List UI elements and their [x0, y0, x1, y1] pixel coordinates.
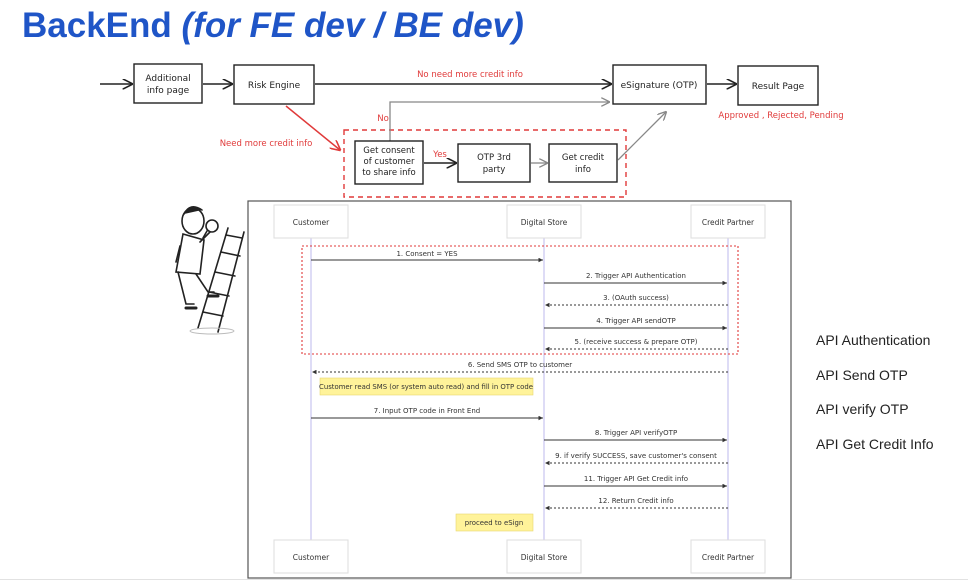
message-7-label: 7. Input OTP code in Front End [374, 407, 480, 415]
participant-customer-top [273, 204, 349, 239]
message-12-label: 12. Return Credit info [598, 497, 673, 505]
api-list: API Authentication API Send OTP API veri… [816, 330, 934, 468]
message-5-label: 5. (receive success & prepare OTP) [575, 338, 698, 346]
participant-credit-partner-bottom-label: Credit Partner [702, 553, 755, 562]
participant-credit-partner-bottom [690, 539, 766, 574]
flow-chart: Additional info page Risk Engine No need… [100, 63, 844, 198]
bottom-divider [0, 579, 968, 580]
api-item-get-credit-info: API Get Credit Info [816, 435, 934, 452]
get-consent-label-1: Get consent [363, 146, 415, 156]
message-4-label: 4. Trigger API sendOTP [596, 317, 675, 325]
api-item-authentication: API Authentication [816, 332, 931, 348]
arrow-no-path [389, 102, 609, 141]
result-page-label: Result Page [752, 82, 805, 92]
ladder-illustration [175, 206, 245, 335]
no-more-credit-label: No need more credit info [417, 70, 523, 80]
note-customer-read-sms-label: Customer read SMS (or system auto read) … [319, 383, 533, 391]
message-8-label: 8. Trigger API verifyOTP [595, 429, 677, 437]
esignature-label: eSignature (OTP) [621, 81, 698, 91]
participant-digital-store-top [506, 204, 582, 239]
get-credit-label-1: Get credit [562, 153, 605, 163]
auth-otp-group [301, 245, 739, 355]
arrow-need-more [285, 105, 340, 150]
get-consent-label-3: to share info [362, 168, 415, 178]
message-6-label: 6. Send SMS OTP to customer [468, 361, 572, 369]
risk-engine-label: Risk Engine [248, 81, 301, 91]
participant-digital-store-top-label: Digital Store [521, 218, 568, 227]
credit-check-group [343, 129, 627, 198]
need-more-credit-label: Need more credit info [220, 139, 313, 149]
message-1-label: 1. Consent = YES [396, 250, 458, 258]
get-consent-label-2: of customer [364, 157, 415, 167]
risk-engine-box [233, 64, 315, 105]
additional-info-label-2: info page [147, 86, 190, 96]
participant-digital-store-bottom [506, 539, 582, 574]
participant-credit-partner-top [690, 204, 766, 239]
sequence-diagram: Customer Digital Store Credit Partner Cu… [247, 200, 792, 579]
page-title: BackEnd (for FE dev / BE dev) [22, 6, 524, 46]
message-2-label: 2. Trigger API Authentication [586, 272, 686, 280]
arrow-credit-to-esign [617, 112, 666, 161]
otp-label-1: OTP 3rd [477, 153, 511, 163]
result-outcomes-label: Approved , Rejected, Pending [718, 111, 843, 121]
title-sub: (for FE dev / BE dev) [181, 6, 524, 45]
message-11-label: 11. Trigger API Get Credit info [584, 475, 688, 483]
get-consent-box [354, 140, 424, 185]
yes-label: Yes [432, 150, 447, 160]
otp-3rd-party-box [457, 143, 531, 183]
result-page-box [737, 65, 819, 106]
api-item-send-otp: API Send OTP [816, 366, 908, 383]
no-label: No [377, 114, 389, 124]
participant-digital-store-bottom-label: Digital Store [521, 553, 568, 562]
esignature-box [612, 64, 707, 105]
get-credit-box [548, 143, 618, 183]
otp-label-2: party [483, 165, 505, 175]
additional-info-box [133, 63, 203, 104]
additional-info-label-1: Additional [145, 74, 190, 84]
participant-customer-top-label: Customer [293, 218, 330, 227]
participant-credit-partner-top-label: Credit Partner [702, 218, 755, 227]
note-proceed-esign [455, 513, 534, 532]
message-3-label: 3. (OAuth success) [603, 294, 669, 302]
get-credit-label-2: info [575, 165, 591, 175]
title-main: BackEnd [22, 6, 172, 45]
note-customer-read-sms [319, 377, 534, 396]
note-proceed-esign-label: proceed to eSign [465, 519, 523, 527]
api-item-verify-otp: API verify OTP [816, 401, 909, 417]
message-9-label: 9. if verify SUCCESS, save customer's co… [555, 452, 717, 460]
participant-customer-bottom [273, 539, 349, 574]
participant-customer-bottom-label: Customer [293, 553, 330, 562]
